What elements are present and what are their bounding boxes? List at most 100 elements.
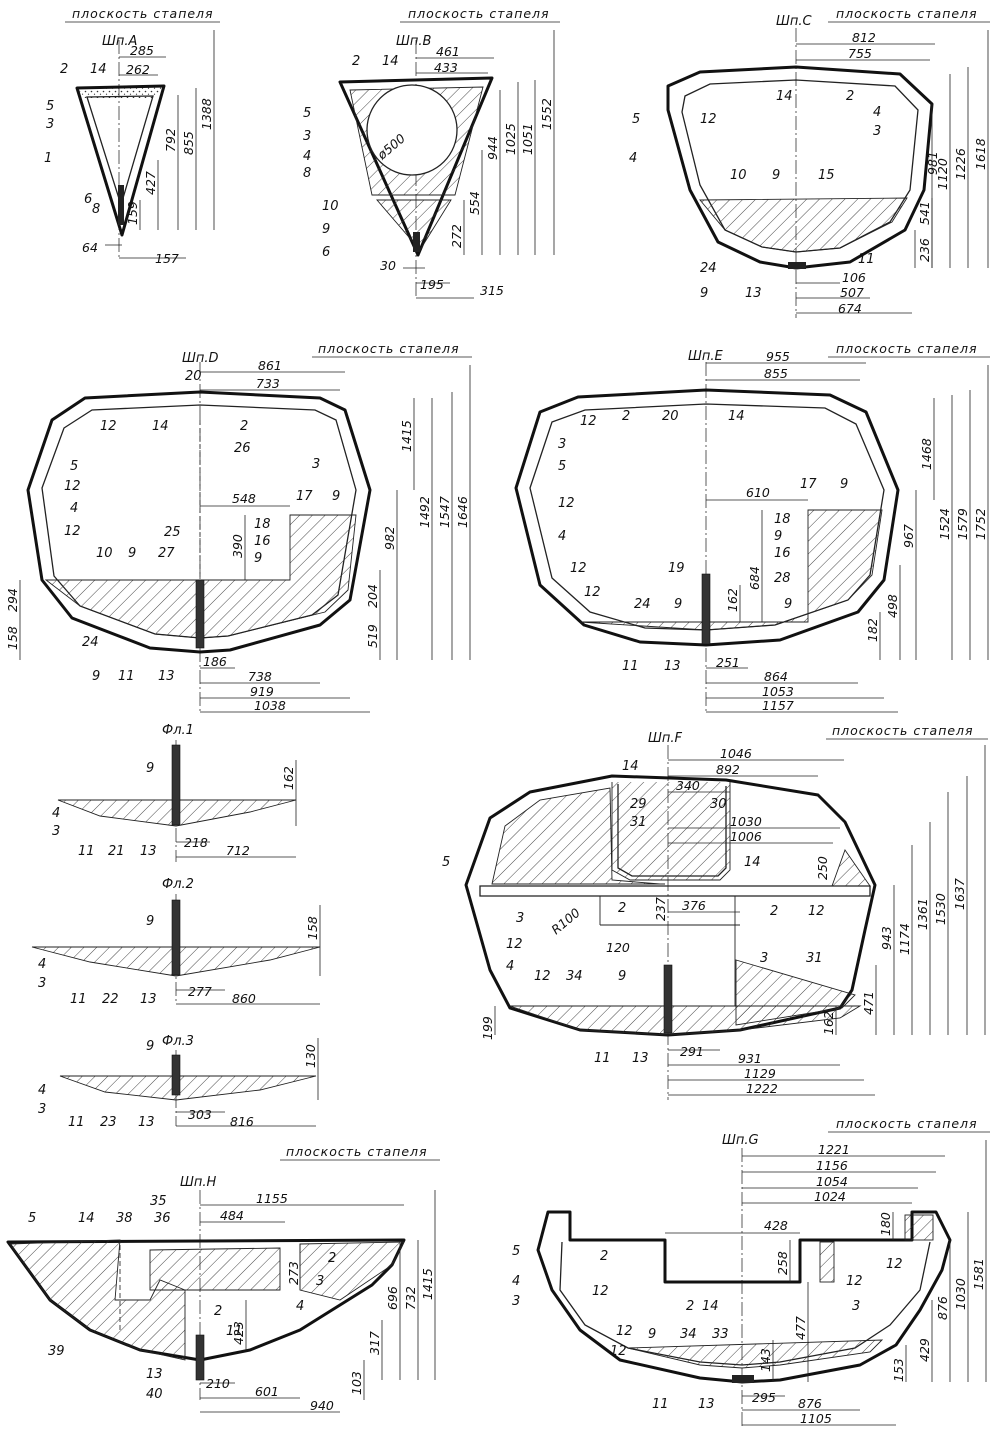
dim-label: 199	[480, 1016, 495, 1040]
dim-label: 237	[653, 897, 668, 921]
section-title: Фл.2	[162, 877, 194, 892]
part-label: 3	[512, 1294, 520, 1309]
dim-label: 143	[758, 1348, 773, 1372]
dimension-lines	[105, 30, 215, 259]
slip-plane-label: плоскость стапеля	[318, 341, 460, 356]
part-label: 29	[630, 797, 647, 812]
section-g: плоскость стапеля Шп.G 1221	[512, 1116, 990, 1428]
section-h: плоскость стапеля Шп.H 1155 484 273 696 …	[6, 1144, 440, 1413]
dim-label: 1129	[744, 1066, 776, 1081]
dim-label: 106	[842, 270, 866, 285]
dim-label: 162	[281, 766, 296, 790]
dim-label: 931	[738, 1051, 762, 1066]
dim-label: 1581	[971, 1258, 986, 1290]
part-label: 5	[512, 1244, 520, 1259]
dim-label: 601	[255, 1384, 279, 1399]
dim-label: 291	[680, 1044, 704, 1059]
part-label: 17	[296, 489, 313, 504]
part-label: 11	[622, 659, 639, 674]
part-label: 19	[668, 561, 685, 576]
part-label: 2	[846, 89, 854, 104]
dim-label: 812	[852, 30, 876, 45]
part-label: 17	[800, 477, 817, 492]
dim-label: 1006	[730, 829, 762, 844]
dim-label: 285	[130, 43, 154, 58]
dim-label: 376	[682, 898, 706, 913]
dim-label: 294	[5, 588, 20, 612]
dim-label: 1157	[762, 698, 794, 713]
dim-label: 1025	[503, 123, 518, 155]
part-label: 14	[622, 759, 639, 774]
dim-label: 1024	[814, 1189, 846, 1204]
part-label: 11	[858, 252, 875, 267]
dim-label: 103	[349, 1371, 364, 1395]
dim-label: 295	[752, 1390, 776, 1405]
dim-label: 943	[879, 926, 894, 950]
dim-label: 303	[188, 1107, 212, 1122]
part-label: 4	[296, 1299, 304, 1314]
dim-label: 755	[848, 46, 872, 61]
part-label: 9	[254, 551, 262, 566]
part-label: 12	[616, 1324, 633, 1339]
dim-label: 1468	[919, 438, 934, 470]
slip-plane-label: плоскость стапеля	[408, 6, 550, 21]
dim-label: 1038	[254, 698, 286, 713]
dimension-lines	[403, 30, 555, 299]
part-label: 9	[784, 597, 792, 612]
dim-label: 1120	[935, 158, 950, 190]
part-label: 11	[652, 1397, 669, 1412]
part-label: 4	[873, 105, 881, 120]
section-title: Шп.G	[722, 1133, 759, 1148]
part-label: 9	[146, 761, 154, 776]
part-label: 3	[316, 1274, 324, 1289]
part-label: 12	[64, 524, 81, 539]
part-label: 4	[303, 149, 311, 164]
part-label: 12	[846, 1274, 863, 1289]
part-label: 4	[629, 151, 637, 166]
dim-label: 423	[231, 1321, 246, 1345]
dim-label: 981	[925, 151, 940, 175]
dim-label: 860	[232, 991, 256, 1006]
dim-label: 982	[382, 526, 397, 550]
dim-label: 64	[82, 240, 98, 255]
dim-label: 919	[250, 684, 274, 699]
part-label: 24	[634, 597, 651, 612]
dim-label: 855	[181, 131, 196, 155]
part-label: 14	[90, 62, 107, 77]
part-label: 9	[322, 222, 330, 237]
dim-label: 816	[230, 1114, 254, 1129]
section-f: плоскость стапеля Шп.F	[442, 723, 988, 1100]
part-label: 10	[96, 546, 113, 561]
dim-label: 864	[764, 669, 788, 684]
dim-label: 1155	[256, 1191, 288, 1206]
dim-label: 433	[434, 60, 458, 75]
dim-label: 340	[676, 778, 700, 793]
part-label: 10	[322, 199, 339, 214]
dim-label: 674	[838, 301, 862, 316]
dim-label: 258	[775, 1251, 790, 1275]
part-label: 9	[332, 489, 340, 504]
dim-label: 1637	[952, 878, 967, 910]
dim-label: 1492	[417, 496, 432, 528]
part-label: 10	[730, 168, 747, 183]
dim-label: 251	[716, 655, 740, 670]
part-label: 2	[622, 409, 630, 424]
part-label: 3	[46, 117, 54, 132]
dim-label: 162	[725, 588, 740, 612]
part-label: 9	[146, 1039, 154, 1054]
dim-label: 1524	[937, 508, 952, 540]
dim-label: 428	[764, 1218, 788, 1233]
part-label: 24	[700, 261, 717, 276]
part-label: 12	[584, 585, 601, 600]
dim-label: 182	[865, 618, 880, 642]
dimension-lines	[176, 760, 297, 858]
part-label: 2	[686, 1299, 694, 1314]
section-title: Шп.A	[102, 34, 137, 49]
part-label: 11	[118, 669, 135, 684]
part-label: 18	[254, 517, 271, 532]
dim-label: 262	[126, 62, 150, 77]
part-label: 13	[146, 1367, 163, 1382]
dim-label: 1579	[955, 508, 970, 540]
part-label: 8	[303, 166, 311, 181]
part-label: 23	[100, 1115, 117, 1130]
